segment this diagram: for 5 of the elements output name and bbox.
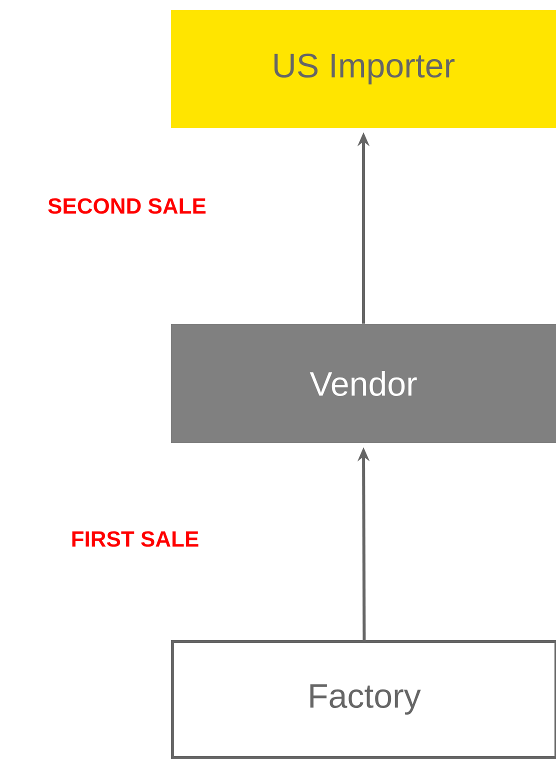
vendor-box: Vendor: [171, 324, 556, 443]
sale-label: SECOND SALE: [48, 198, 206, 214]
factory-box: Factory: [170, 640, 556, 759]
importer-box: US Importer: [171, 10, 556, 128]
sale-label: FIRST SALE: [72, 531, 198, 547]
